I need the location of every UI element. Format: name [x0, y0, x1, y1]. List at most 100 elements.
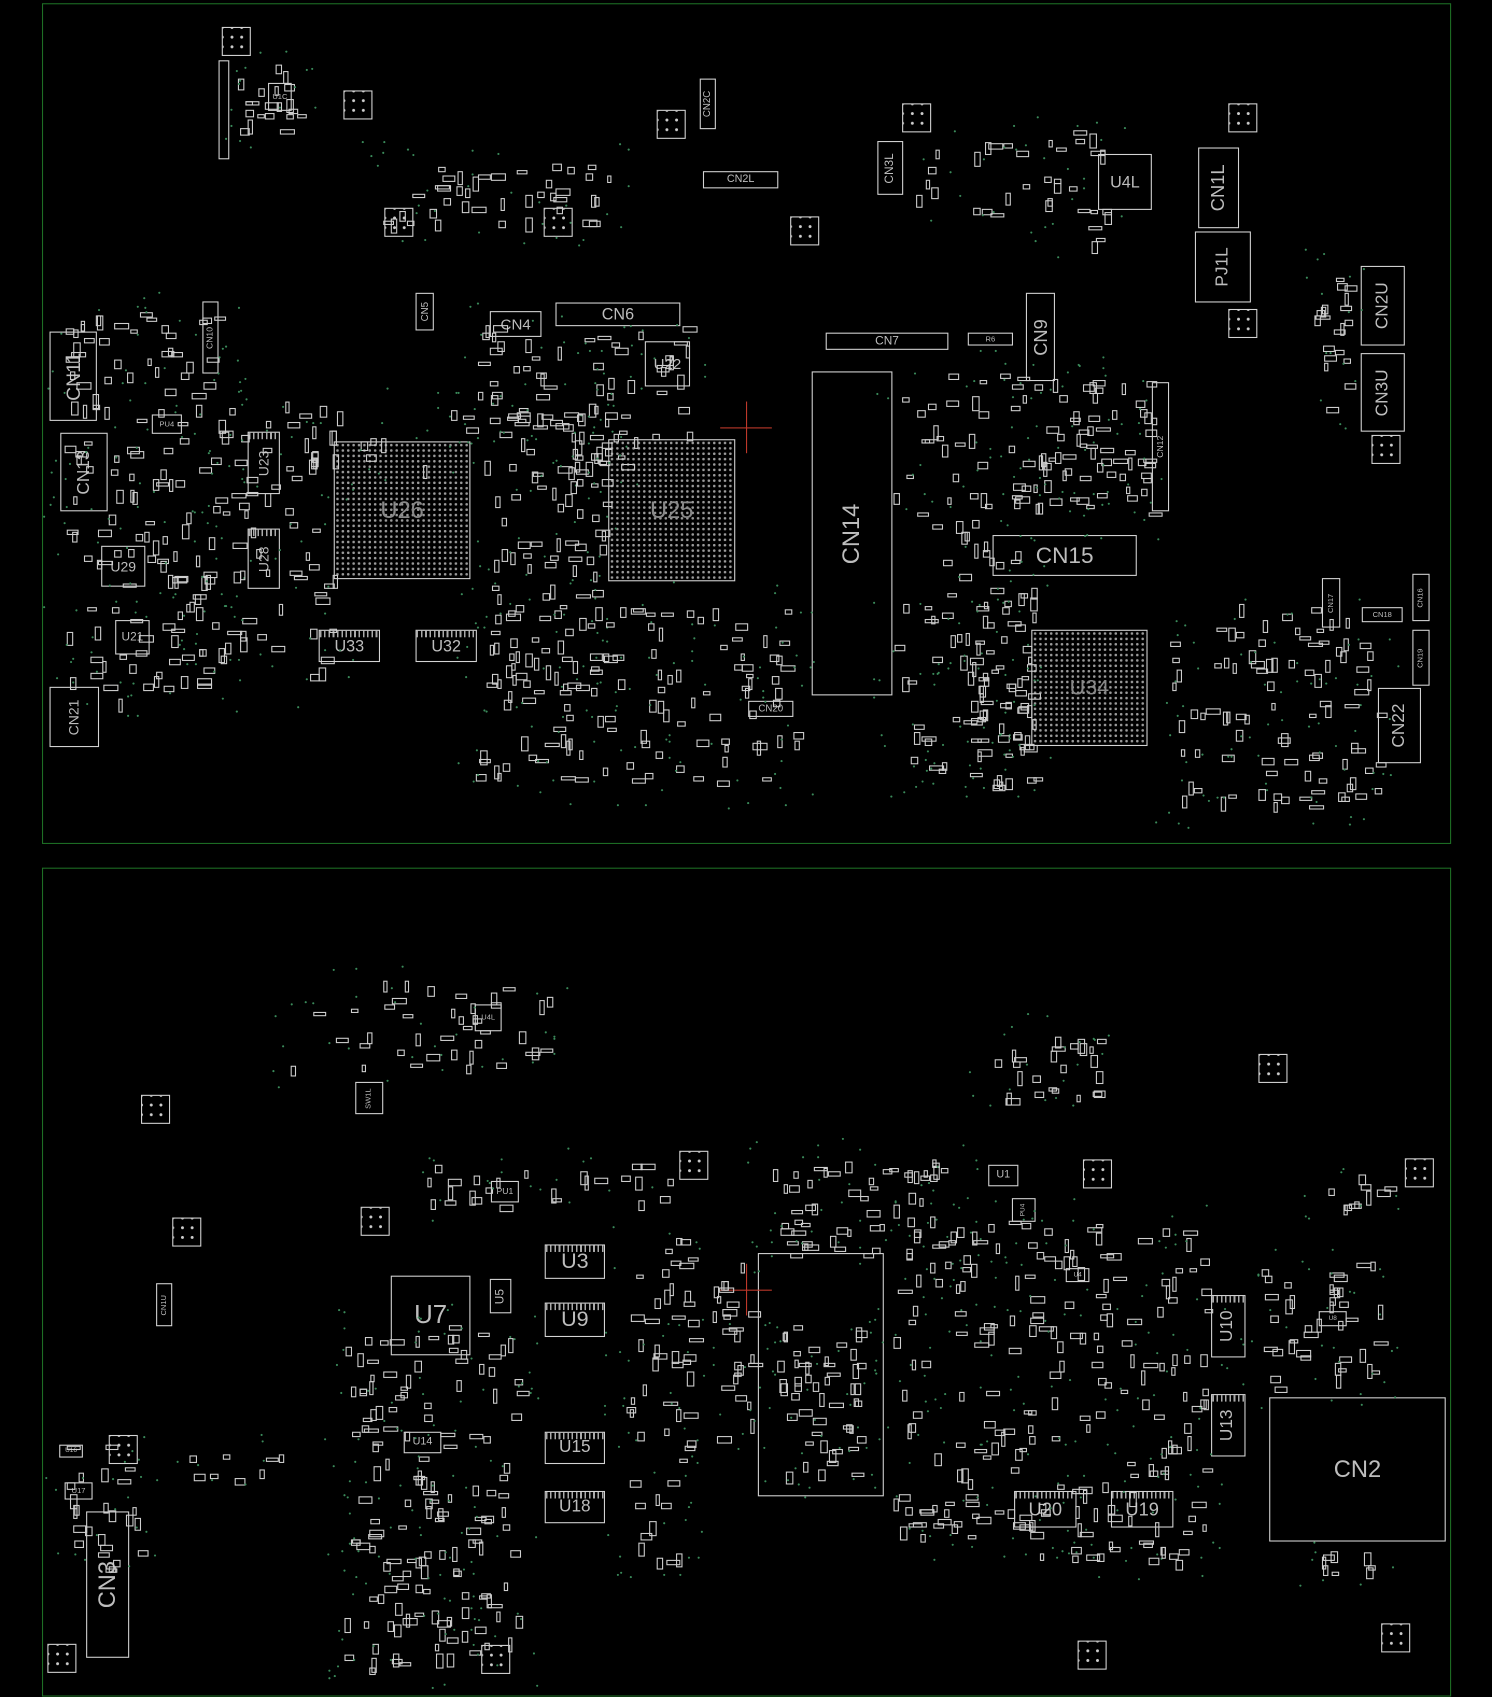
component-u29[interactable]: U29	[101, 545, 146, 587]
smd-pad	[555, 188, 571, 196]
board-top-side[interactable]	[41, 3, 1452, 844]
component-label: U26	[380, 496, 424, 524]
smd-pad	[972, 519, 980, 529]
component-u21[interactable]: U21	[115, 620, 150, 655]
component-cn21[interactable]: CN21	[49, 686, 100, 748]
smd-pad	[163, 685, 175, 693]
component-cn18[interactable]: CN18	[1361, 607, 1403, 623]
component-u15[interactable]: U15	[544, 1431, 605, 1465]
component-u9[interactable]: U9	[544, 1302, 605, 1338]
component-u22[interactable]: U22	[644, 341, 691, 387]
component-pu4[interactable]: PU4	[151, 414, 182, 434]
component-u1[interactable]: U1	[988, 1164, 1019, 1187]
component-cn3l[interactable]: CN3L	[877, 141, 904, 195]
smd-pad	[389, 1339, 405, 1346]
component-cn22[interactable]: CN22	[1377, 687, 1421, 764]
component-cn11[interactable]: CN11	[49, 331, 97, 421]
component-u13[interactable]: U13	[1211, 1394, 1246, 1457]
component-cn15[interactable]: CN15	[992, 535, 1137, 576]
component-cn19[interactable]: CN19	[1412, 629, 1430, 686]
component-r6[interactable]: R6	[967, 332, 1013, 346]
smd-pad	[826, 1372, 841, 1377]
via	[238, 679, 242, 682]
component-cn14[interactable]: CN14	[811, 371, 893, 696]
component-cn1u[interactable]: CN1U	[156, 1283, 173, 1327]
component-u23[interactable]: U23	[247, 431, 280, 495]
component-u25[interactable]: U25	[608, 439, 736, 582]
via	[697, 1556, 700, 1559]
component-outline[interactable]	[757, 1253, 884, 1497]
component-cn9[interactable]: CN9	[1025, 292, 1055, 382]
component-cn2c[interactable]: CN2C	[699, 78, 716, 130]
smd-pad	[160, 469, 167, 481]
via	[596, 457, 599, 460]
component-cn5[interactable]: CN5	[415, 292, 434, 331]
via	[742, 655, 745, 658]
via	[873, 696, 876, 699]
smd-pad	[373, 1466, 382, 1482]
component-u16[interactable]: U16	[59, 1444, 83, 1458]
smd-pad	[439, 1550, 446, 1560]
component-u3[interactable]: U3	[544, 1244, 605, 1279]
component-cn2l[interactable]: CN2L	[702, 171, 779, 189]
component-u18[interactable]: U18	[544, 1490, 605, 1524]
smd-pad	[83, 338, 95, 344]
component-cn7[interactable]: CN7	[825, 332, 949, 350]
via	[1265, 789, 1269, 792]
component-u34[interactable]: U34	[1031, 629, 1148, 747]
via	[1050, 1385, 1053, 1388]
smd-pad	[1178, 720, 1186, 734]
component-cn13[interactable]: CN13	[60, 432, 108, 512]
smd-pad	[105, 1568, 118, 1573]
component-u5[interactable]: U5	[489, 1278, 512, 1314]
component-cn2[interactable]: CN2	[1269, 1397, 1446, 1542]
smd-pad	[1029, 1325, 1037, 1338]
via	[1066, 371, 1069, 374]
smd-pad	[1340, 305, 1353, 312]
via	[381, 421, 384, 425]
component-cn3[interactable]: CN3	[86, 1511, 130, 1658]
component-pu4[interactable]: PU4	[1011, 1198, 1036, 1222]
component-cn17[interactable]: CN17	[1321, 578, 1341, 628]
component-sw1l[interactable]: SW1L	[355, 1081, 384, 1115]
connector-strip[interactable]	[218, 60, 230, 160]
via	[1092, 1228, 1095, 1231]
smd-pad	[443, 1444, 458, 1449]
component-u14[interactable]: U14	[403, 1431, 442, 1454]
smd-pad	[501, 517, 508, 527]
via	[1051, 1546, 1054, 1550]
component-pj1l[interactable]: PJ1L	[1194, 231, 1251, 303]
component-cn20[interactable]: CN20	[748, 700, 794, 717]
component-pu1[interactable]: PU1	[490, 1180, 519, 1203]
component-cn10[interactable]: CN10	[202, 301, 219, 374]
smd-pad	[680, 1239, 692, 1246]
smd-pad	[1170, 641, 1181, 647]
via	[1186, 1348, 1189, 1352]
smd-pad	[1121, 383, 1127, 396]
component-cn12[interactable]: CN12	[1151, 382, 1170, 512]
smd-pad	[618, 430, 628, 435]
smd-pad	[515, 651, 520, 664]
component-u7[interactable]: U7	[390, 1275, 471, 1356]
smd-pad	[1028, 656, 1033, 665]
component-u10[interactable]: U10	[1211, 1295, 1246, 1358]
smd-pad	[1089, 133, 1097, 149]
component-u26[interactable]: U26	[333, 441, 471, 580]
smd-pad	[429, 208, 438, 219]
smd-pad	[1329, 1301, 1334, 1314]
component-cn2u[interactable]: CN2U	[1360, 265, 1405, 346]
component-cn1l[interactable]: CN1L	[1198, 147, 1240, 229]
smd-pad	[1021, 485, 1032, 492]
component-cn4[interactable]: CN4	[489, 311, 542, 337]
component-u19[interactable]: U19	[1110, 1490, 1174, 1528]
component-u17[interactable]: U17	[64, 1482, 93, 1500]
component-u4l[interactable]: U4L	[1098, 153, 1152, 210]
component-u1c[interactable]: U1C	[268, 82, 292, 111]
via	[1220, 1363, 1223, 1367]
component-cn6[interactable]: CN6	[555, 302, 681, 327]
smd-pad	[1273, 801, 1278, 813]
component-cn16[interactable]: CN16	[1412, 573, 1430, 622]
component-cn3u[interactable]: CN3U	[1360, 353, 1405, 432]
smd-pad	[257, 114, 265, 119]
